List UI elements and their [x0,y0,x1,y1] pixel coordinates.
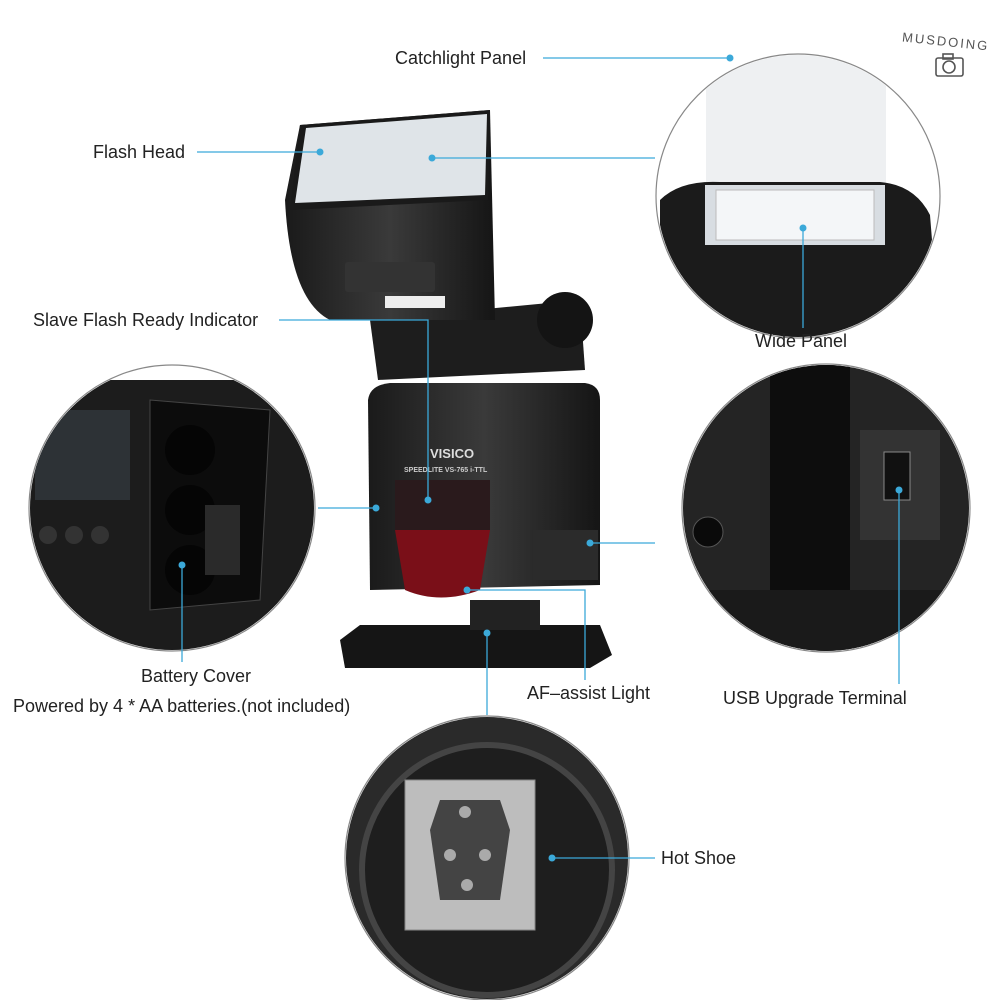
label-usb-terminal: USB Upgrade Terminal [723,688,907,708]
detail-circle-hot-shoe [344,715,630,1000]
model-marking: SPEEDLITE VS-765 i-TTL [404,467,488,474]
brand-logo: VISICO [430,446,474,461]
camera-icon [935,53,964,77]
callout-dots [178,54,903,862]
detail-circle-catchlight [655,53,941,339]
battery-note: Powered by 4 * AA batteries.(not include… [13,696,351,716]
label-flash-head: Flash Head [93,142,186,162]
detail-circle-usb [681,363,971,653]
label-catchlight-panel: Catchlight Panel [395,48,527,68]
detail-circle-battery [28,364,316,652]
label-battery-cover: Battery Cover [141,666,252,686]
callout-lines [181,57,900,859]
label-wide-panel: Wide Panel [755,331,848,351]
label-af-assist: AF–assist Light [527,683,651,703]
label-slave-indicator: Slave Flash Ready Indicator [33,310,259,330]
flash-unit: VISICO SPEEDLITE VS-765 i-TTL [285,110,612,668]
label-hot-shoe: Hot Shoe [661,848,737,868]
